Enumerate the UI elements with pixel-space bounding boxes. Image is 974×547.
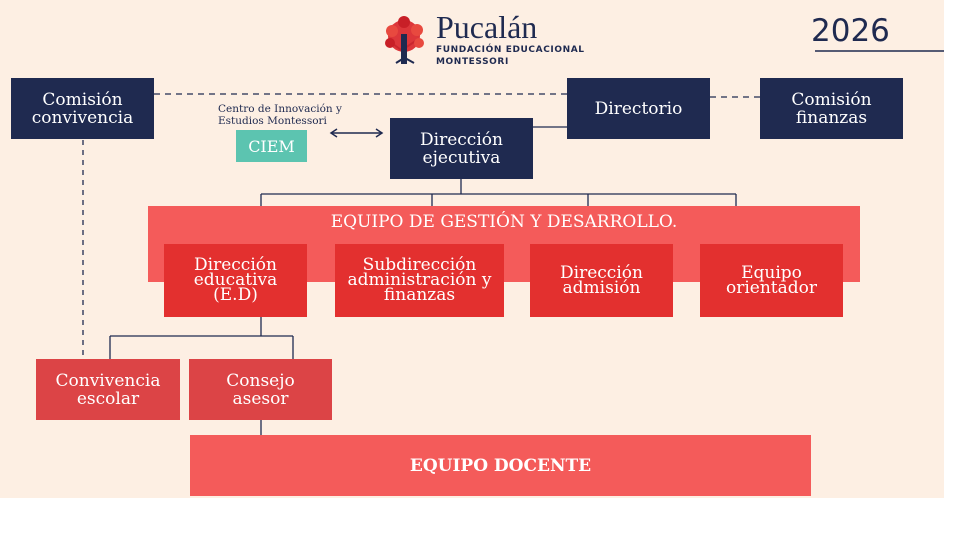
- brand-subtitle-1: FUNDACIÓN EDUCACIONAL: [436, 45, 585, 55]
- tree-icon: [385, 16, 424, 64]
- node-direccion-ejecutiva: Dirección ejecutiva: [390, 118, 533, 179]
- node-convivencia-escolar: Convivencia escolar: [36, 359, 180, 420]
- node-directorio: Directorio: [567, 78, 710, 139]
- node-subdireccion-administracion: Subdirección administración y finanzas: [335, 244, 504, 317]
- brand-name: Pucalán: [436, 9, 538, 45]
- year-label: 2026: [811, 13, 890, 49]
- brand-subtitle-2: MONTESSORI: [436, 57, 509, 67]
- node-direccion-admision: Dirección admisión: [530, 244, 673, 317]
- org-chart: Pucalán FUNDACIÓN EDUCACIONAL MONTESSORI…: [0, 0, 944, 498]
- node-comision-finanzas: Comisión finanzas: [760, 78, 903, 139]
- band-equipo-gestion-label: EQUIPO DE GESTIÓN Y DESARROLLO.: [330, 212, 678, 232]
- node-consejo-asesor: Consejo asesor: [189, 359, 332, 420]
- ciem-double-arrow: [329, 128, 384, 138]
- connector-lines: [82, 16, 944, 435]
- node-equipo-orientador: Equipo orientador: [700, 244, 843, 317]
- node-direccion-educativa: Dirección educativa (E.D): [164, 244, 307, 317]
- node-ciem: CIEM: [236, 130, 307, 162]
- ciem-caption: Centro de Innovación y Estudios Montesso…: [218, 103, 342, 127]
- node-comision-convivencia: Comisión convivencia: [11, 78, 154, 139]
- node-equipo-docente: EQUIPO DOCENTE: [190, 435, 811, 496]
